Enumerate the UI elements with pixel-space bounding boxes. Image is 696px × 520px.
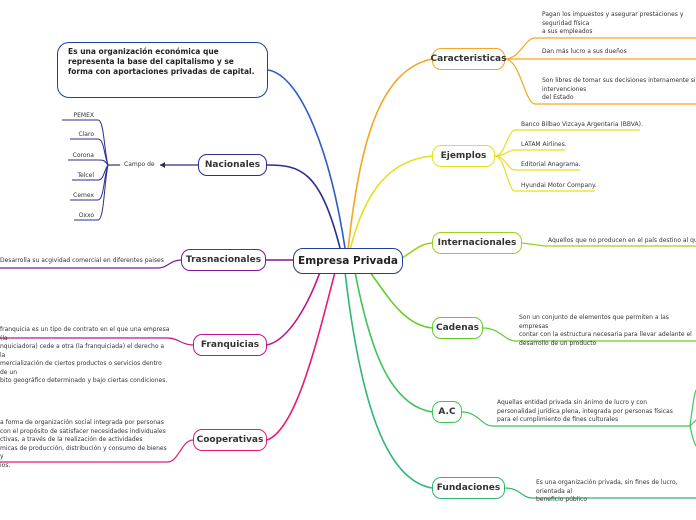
topic-ac[interactable]: A.C <box>432 401 462 423</box>
leaf-nacionales-5[interactable]: Cemex <box>73 192 94 199</box>
topic-label: Trasnacionales <box>185 255 262 265</box>
connector-fundaciones <box>344 271 433 489</box>
leaf-nacionales-1[interactable]: PEMEX <box>73 112 95 119</box>
leaf-ejemplos-2[interactable]: LATAM Airlines. <box>521 141 567 148</box>
leaf-nacionales-4[interactable]: Telcel <box>77 172 94 179</box>
topic-nacionales[interactable]: Nacionales <box>198 154 267 176</box>
connector-ac <box>354 271 433 413</box>
connector-caracteristicas <box>347 58 433 251</box>
topic-label: Nacionales <box>204 160 261 170</box>
central-topic[interactable]: Empresa Privada <box>293 248 403 274</box>
leaf-ac-1[interactable]: Aquellas entidad privada sin ánimo de lu… <box>497 399 673 423</box>
leaf-cadenas-1[interactable]: Son un conjunto de elementos que permite… <box>519 314 692 347</box>
topic-label: A.C <box>438 407 456 417</box>
leaf-caracteristicas-2[interactable]: Dan más lucro a sus dueños <box>542 48 627 55</box>
topic-label: Internacionales <box>437 238 517 248</box>
topic-fundaciones[interactable]: Fundaciones <box>432 477 505 499</box>
connector-nacionales <box>266 164 341 249</box>
leaf-cooperativas-1[interactable]: a forma de organización social integrada… <box>0 419 167 469</box>
leaf-fundaciones-1[interactable]: Es una organización privada, sin fines d… <box>536 479 678 503</box>
sub-campo-de[interactable]: Campo de <box>124 161 155 168</box>
leaf-caracteristicas-3[interactable]: Son libres de tomar sus decisiones inter… <box>542 77 696 101</box>
central-topic-label: Empresa Privada <box>298 255 398 267</box>
definition-callout[interactable]: Es una organización económica que repres… <box>57 42 268 98</box>
leaf-ejemplos-4[interactable]: Hyundai Motor Company. <box>521 182 597 189</box>
leaf-caracteristicas-1[interactable]: Pagan los impuestos y asegurar prestacio… <box>542 11 684 35</box>
leaf-trasnacionales-1[interactable]: Desarrolla su acgividad comercial en dif… <box>0 257 164 264</box>
leaf-ejemplos-1[interactable]: Banco Bilbao Vizcaya Argentaria (BBVA). <box>521 121 643 128</box>
topic-label: Cadenas <box>435 323 480 333</box>
connector-ejemplos <box>349 155 433 251</box>
topic-trasnacionales[interactable]: Trasnacionales <box>181 249 266 271</box>
connector-cadenas <box>369 271 433 329</box>
connector-internacionales <box>401 242 433 259</box>
topic-label: Fundaciones <box>436 483 501 493</box>
topic-caracteristicas[interactable]: Caracteristicas <box>430 48 507 70</box>
leaf-ejemplos-3[interactable]: Editorial Anagrama. <box>521 161 581 168</box>
leaf-franquicias-1[interactable]: franquicia es un tipo de contrato en el … <box>0 326 170 384</box>
topic-cadenas[interactable]: Cadenas <box>432 317 483 339</box>
topic-franquicias[interactable]: Franquicias <box>193 334 267 356</box>
connector-cooperativas <box>266 271 336 441</box>
topic-label: Cooperativas <box>196 435 264 445</box>
topic-ejemplos[interactable]: Ejemplos <box>432 145 495 167</box>
connector-callout <box>267 69 346 249</box>
topic-cooperativas[interactable]: Cooperativas <box>193 429 267 451</box>
topic-label: Franquicias <box>200 340 260 350</box>
collapse-triangle-icon <box>160 162 165 168</box>
topic-label: Ejemplos <box>440 151 487 161</box>
connector-franquicias <box>266 271 321 346</box>
leaf-nacionales-6[interactable]: Oxxo <box>78 212 94 219</box>
topic-internacionales[interactable]: Internacionales <box>432 232 522 254</box>
leaf-nacionales-3[interactable]: Corona <box>72 152 94 159</box>
leaf-nacionales-2[interactable]: Claro <box>78 131 94 138</box>
definition-text: Es una organización económica que repres… <box>68 47 255 76</box>
topic-label: Caracteristicas <box>430 54 507 64</box>
leaf-internacionales-1[interactable]: Aquellos que no producen en el país dest… <box>548 237 696 244</box>
